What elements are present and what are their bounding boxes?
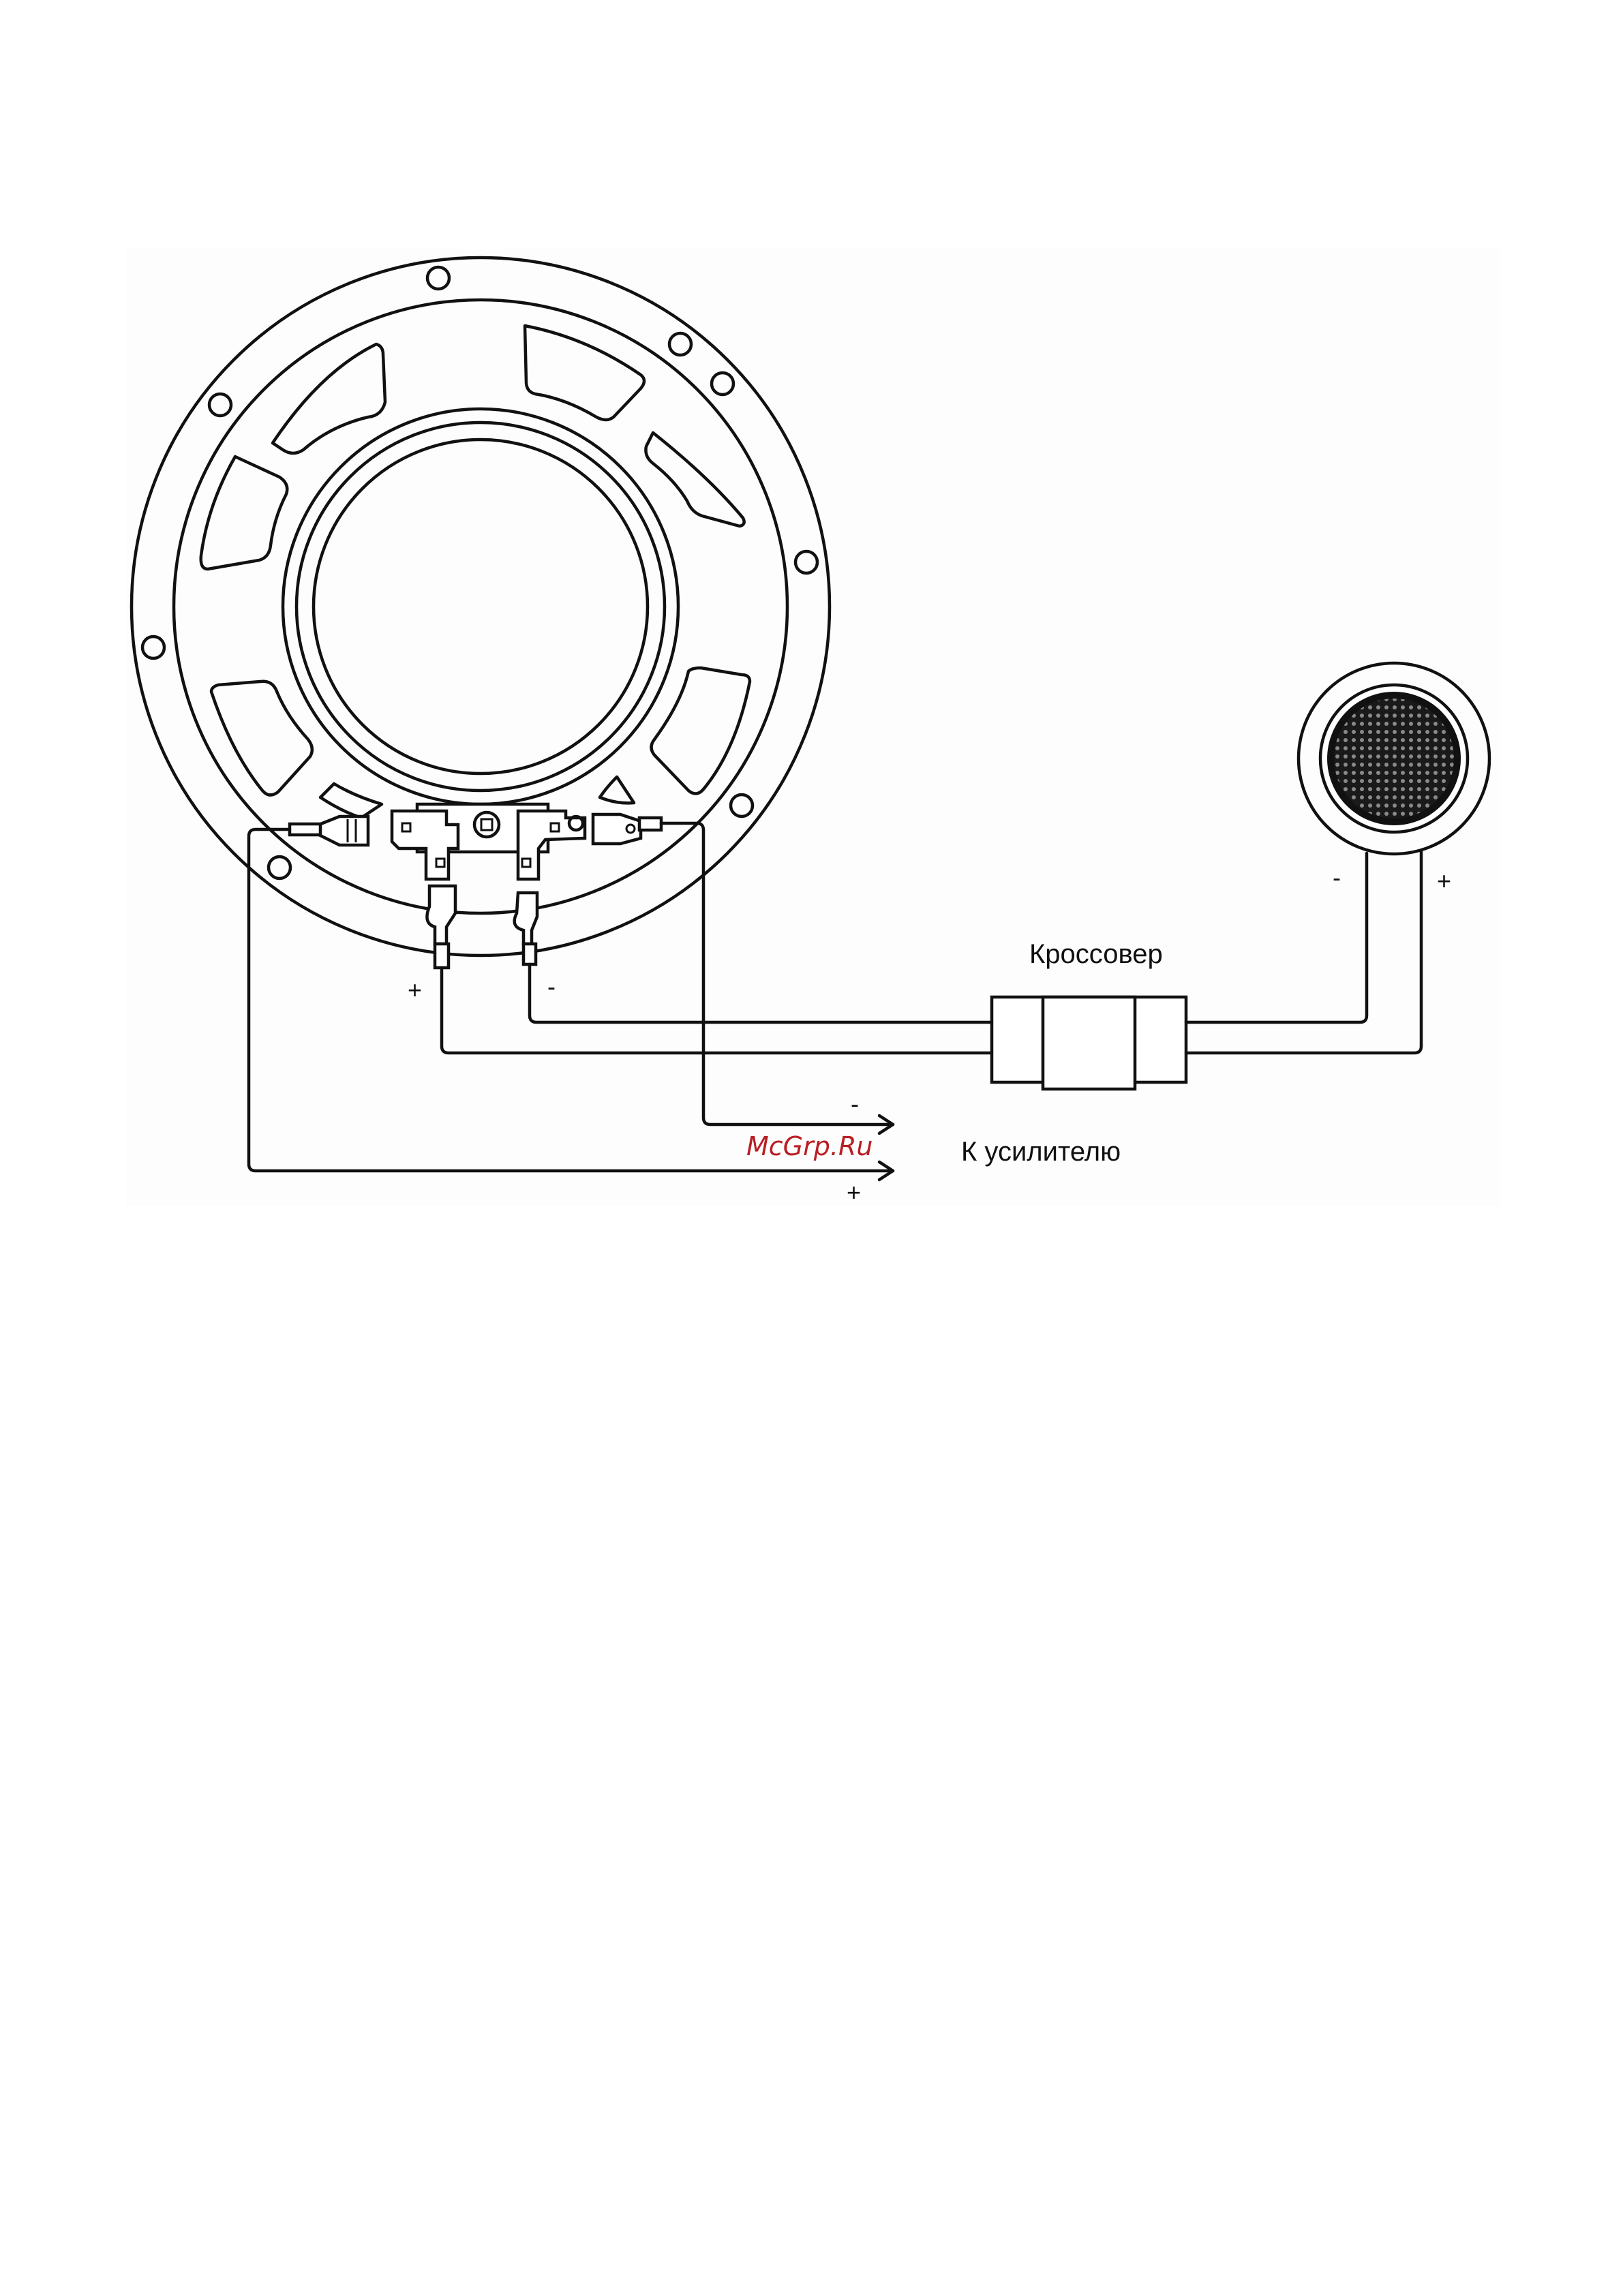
- woofer-plus-label: +: [408, 976, 422, 1004]
- tweeter-minus-label: -: [1333, 863, 1341, 891]
- tweeter-icon: [1299, 663, 1489, 854]
- amp-plus-label: +: [847, 1178, 861, 1206]
- watermark: McGrp.Ru: [746, 1131, 873, 1161]
- amplifier-label: К усилителю: [961, 1137, 1121, 1167]
- crossover-label: Кроссовер: [1029, 939, 1163, 969]
- crossover-box-icon: [992, 997, 1186, 1089]
- woofer-minus-label: -: [547, 973, 556, 1000]
- amp-minus-label: -: [851, 1090, 859, 1118]
- tweeter-plus-label: +: [1437, 867, 1451, 895]
- diagram-panel: [126, 249, 1500, 1206]
